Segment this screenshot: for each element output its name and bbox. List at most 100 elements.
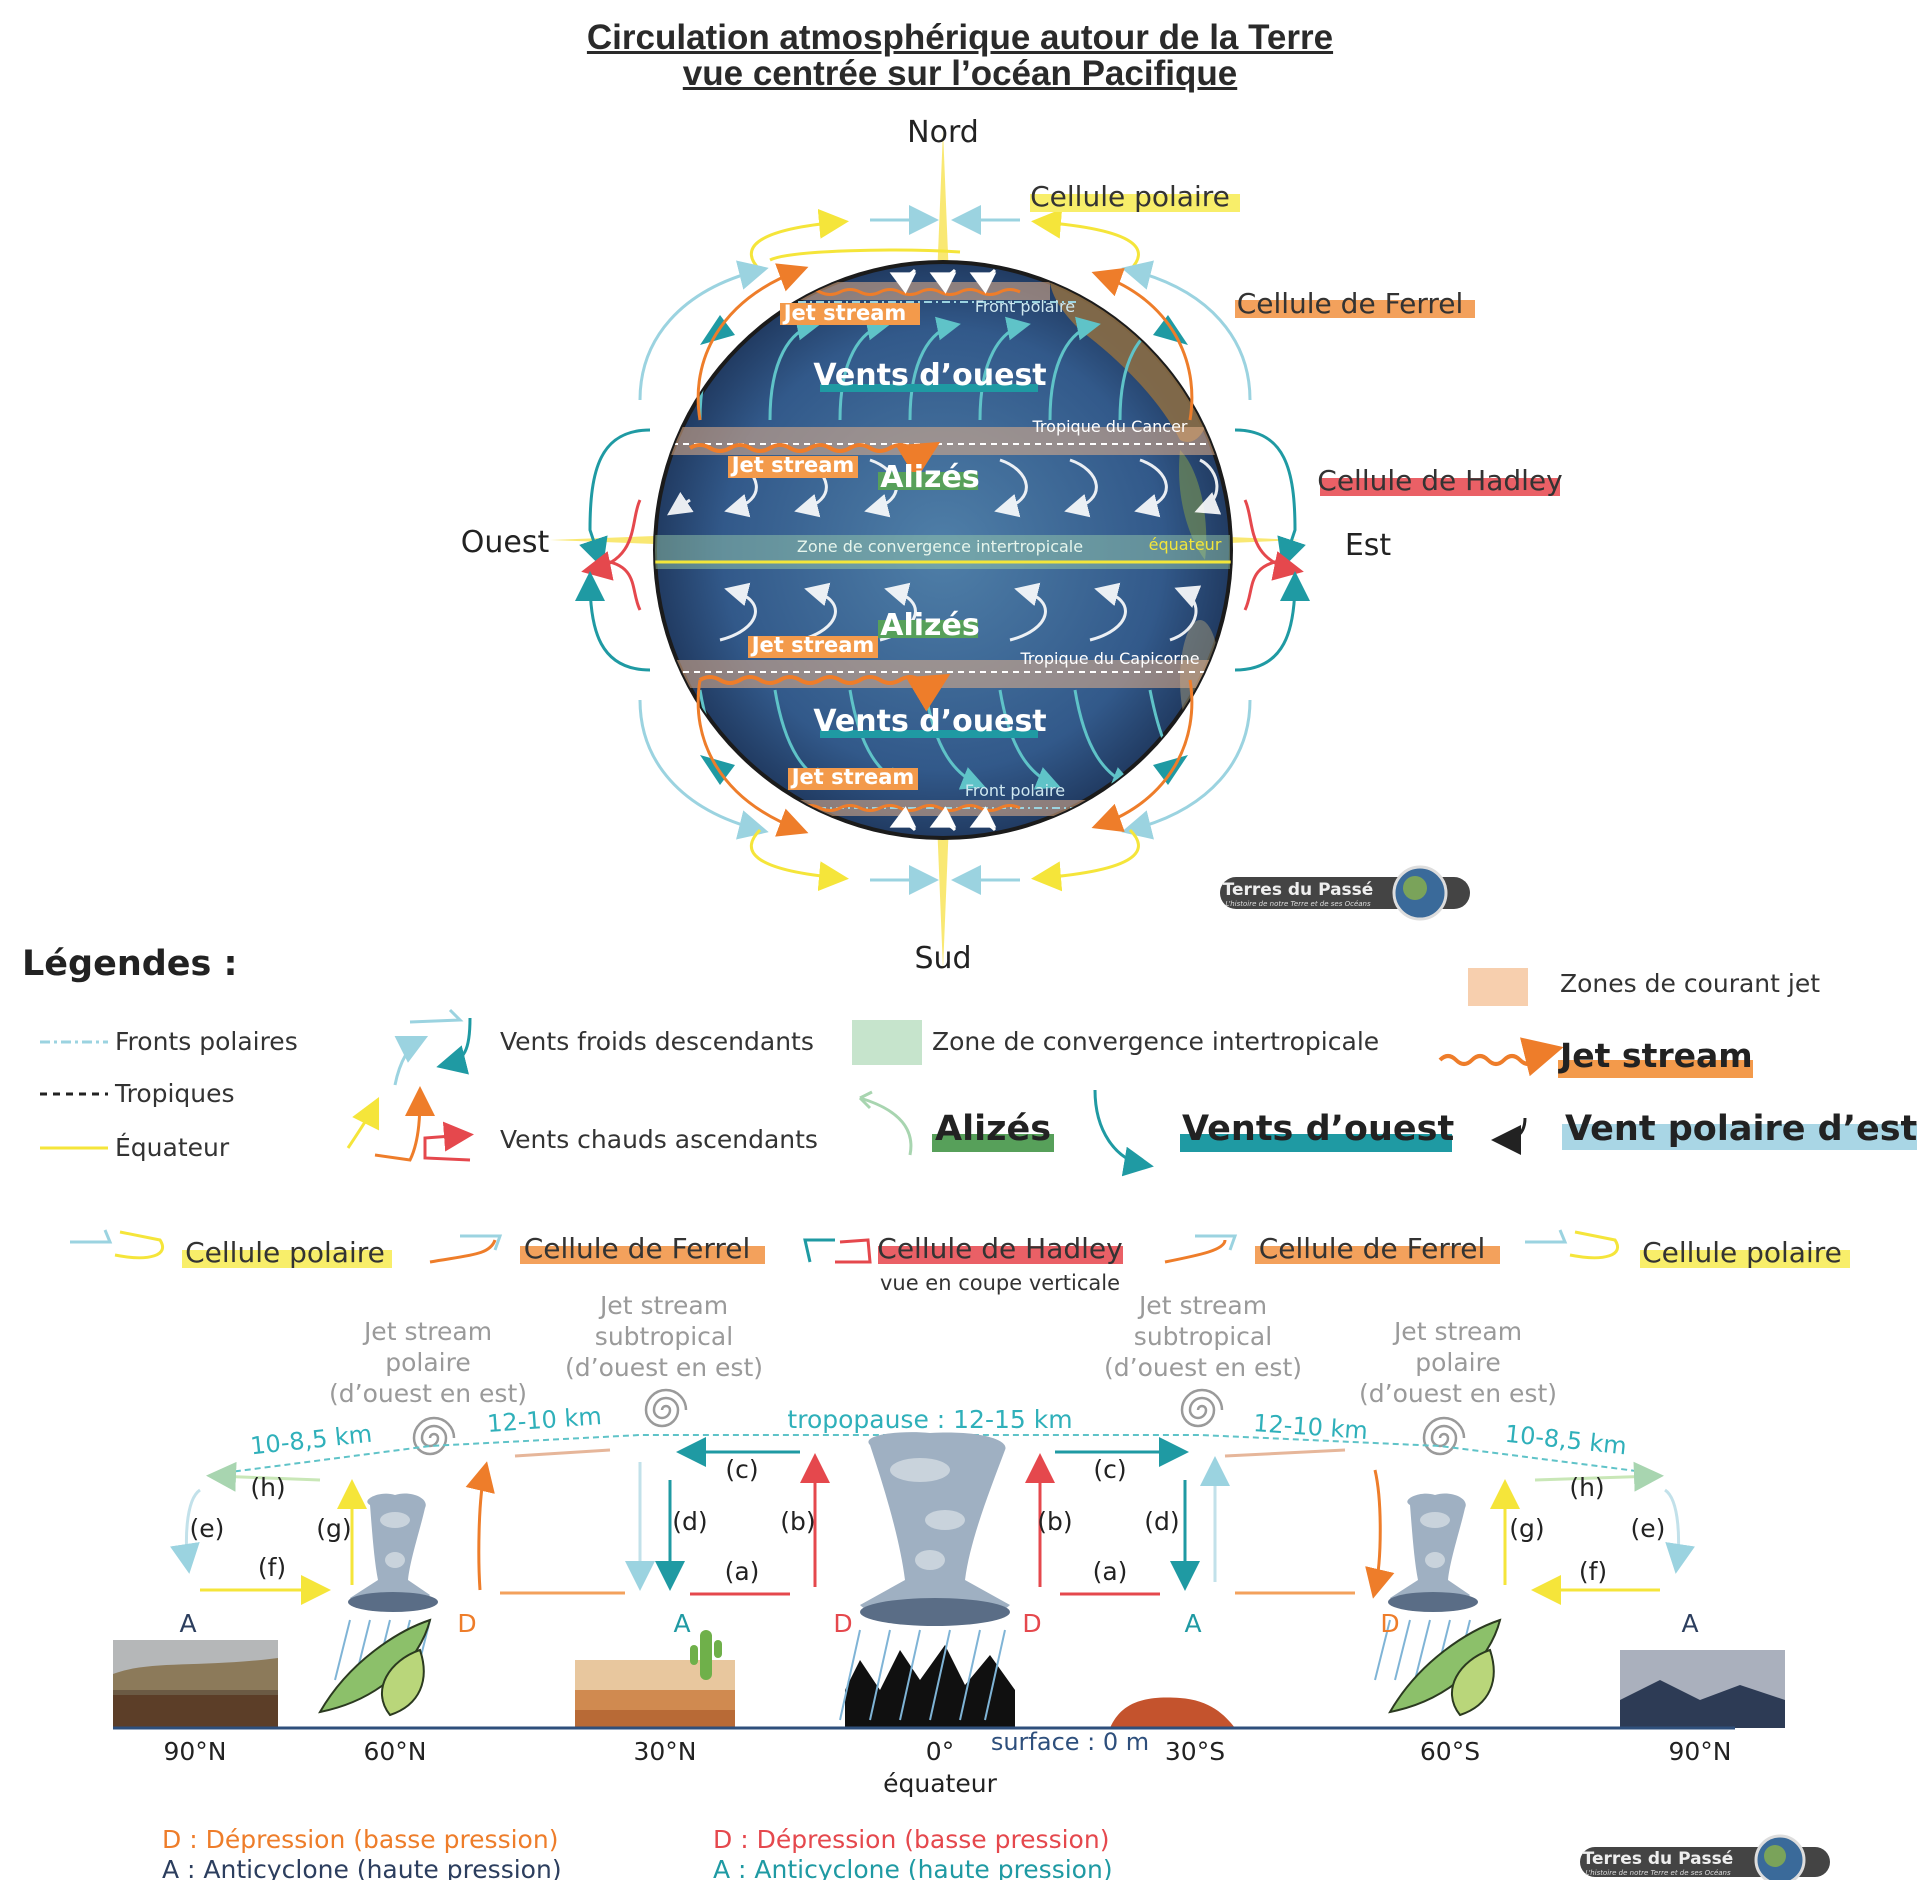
lat-90s: 90°N bbox=[1668, 1737, 1731, 1766]
letter-f-s: (f) bbox=[1579, 1557, 1607, 1586]
jet-stream-wave bbox=[688, 441, 941, 480]
jet-polaire-n-1: Jet stream bbox=[362, 1317, 492, 1346]
jet-subtrop-n-3: (d’ouest en est) bbox=[565, 1353, 763, 1382]
logo-tagline: L’histoire de notre Terre et de ses Océa… bbox=[1225, 900, 1371, 908]
legend-zci: Zone de convergence intertropicale bbox=[932, 1027, 1379, 1056]
legend-warm-winds-icon bbox=[346, 1086, 474, 1162]
legend-fronts-polaires: Fronts polaires bbox=[115, 1027, 298, 1056]
letter-h-s: (h) bbox=[1569, 1473, 1604, 1502]
letter-b-s: (b) bbox=[1037, 1507, 1072, 1536]
legend-vents-ouest-icon bbox=[1093, 1089, 1154, 1177]
globe-equateur-label: équateur bbox=[1149, 535, 1222, 554]
globe-jet-label-2: Jet stream bbox=[730, 453, 855, 477]
section-cell-polaire-n: Cellule polaire bbox=[185, 1236, 385, 1269]
cloud-icons bbox=[334, 1432, 1478, 1681]
legend-jet-zone-swatch bbox=[1468, 968, 1528, 1006]
lat-60s: 60°S bbox=[1420, 1737, 1480, 1766]
section-cell-ferrel-s: Cellule de Ferrel bbox=[1259, 1232, 1486, 1265]
pressure-a-30s: A bbox=[1184, 1609, 1201, 1638]
tropopause-label: tropopause : 12-15 km bbox=[787, 1405, 1072, 1434]
footer-d-red: D : Dépression (basse pression) bbox=[713, 1825, 1109, 1854]
logo-tagline-footer: L’histoire de notre Terre et de ses Océa… bbox=[1585, 1869, 1731, 1877]
compass-east: Est bbox=[1345, 528, 1392, 563]
section-hadley-sub: vue en coupe verticale bbox=[880, 1271, 1120, 1295]
globe-jet-label-1: Jet stream bbox=[782, 301, 907, 325]
landscape-rock bbox=[1110, 1697, 1235, 1728]
jet-spiral-icons bbox=[412, 1388, 1466, 1456]
pressure-d-eq-n: D bbox=[833, 1609, 852, 1638]
label-cellule-ferrel: Cellule de Ferrel bbox=[1237, 287, 1464, 320]
jet-subtrop-n-1: Jet stream bbox=[598, 1291, 728, 1320]
section-cell-polaire-s: Cellule polaire bbox=[1642, 1236, 1842, 1269]
legend-zci-swatch bbox=[852, 1020, 922, 1065]
jet-subtrop-s-1: Jet stream bbox=[1137, 1291, 1267, 1320]
letter-d-s: (d) bbox=[1144, 1507, 1179, 1536]
section-cell-icons bbox=[70, 1229, 1619, 1264]
legend-vent-polaire-icon bbox=[1491, 1117, 1527, 1155]
footer-d-orange: D : Dépression (basse pression) bbox=[162, 1825, 558, 1854]
compass-north: Nord bbox=[907, 115, 979, 150]
footer-a-teal: A : Anticyclone (haute pression) bbox=[713, 1855, 1113, 1880]
alt-label-n-1: 10-8,5 km bbox=[249, 1420, 374, 1461]
section-cell-ferrel-n: Cellule de Ferrel bbox=[524, 1232, 751, 1265]
title-line-2: vue centrée sur l’océan Pacifique bbox=[682, 54, 1238, 93]
landscape-tundra bbox=[113, 1640, 278, 1728]
landscape-desert bbox=[575, 1630, 735, 1728]
globe-front-polaire-s: Front polaire bbox=[965, 781, 1065, 800]
letter-a-n: (a) bbox=[725, 1557, 760, 1586]
legend-vent-polaire: Vent polaire d’est bbox=[1565, 1109, 1917, 1149]
legend-heading: Légendes : bbox=[22, 944, 238, 984]
globe-front-polaire-n: Front polaire bbox=[975, 297, 1075, 316]
north-america-land bbox=[1049, 262, 1211, 442]
globe-vents-ouest-s: Vents d’ouest bbox=[813, 704, 1046, 739]
globe bbox=[653, 260, 1233, 840]
globe-tropique-cancer: Tropique du Cancer bbox=[1032, 417, 1188, 436]
letter-a-s: (a) bbox=[1093, 1557, 1128, 1586]
pressure-a-90n: A bbox=[179, 1609, 196, 1638]
globe-vents-ouest-n: Vents d’ouest bbox=[813, 358, 1046, 393]
lat-equateur: équateur bbox=[883, 1769, 997, 1798]
jet-polaire-s-3: (d’ouest en est) bbox=[1359, 1379, 1557, 1408]
lat-90n: 90°N bbox=[163, 1737, 226, 1766]
legend-equateur: Équateur bbox=[115, 1133, 230, 1162]
letter-e-n: (e) bbox=[190, 1514, 225, 1543]
pressure-a-90s: A bbox=[1681, 1609, 1698, 1638]
letter-b-n: (b) bbox=[780, 1507, 815, 1536]
label-cellule-hadley: Cellule de Hadley bbox=[1317, 464, 1562, 497]
jet-polaire-n-3: (d’ouest en est) bbox=[329, 1379, 527, 1408]
jet-subtrop-n-2: subtropical bbox=[595, 1322, 733, 1351]
globe-jet-label-3: Jet stream bbox=[750, 633, 875, 657]
legend-jet-stream-icon bbox=[1438, 1037, 1564, 1077]
globe-jet-label-4: Jet stream bbox=[790, 765, 915, 789]
pressure-d-60s: D bbox=[1380, 1609, 1399, 1638]
letter-g-s: (g) bbox=[1509, 1514, 1544, 1543]
legend-zones-jet: Zones de courant jet bbox=[1560, 969, 1820, 998]
lat-0: 0° bbox=[926, 1737, 954, 1766]
letter-h-n: (h) bbox=[250, 1473, 285, 1502]
letter-c-n: (c) bbox=[725, 1455, 758, 1484]
alt-label-s-1: 10-8,5 km bbox=[1504, 1420, 1629, 1461]
letter-g-n: (g) bbox=[316, 1514, 351, 1543]
legend-tropiques: Tropiques bbox=[114, 1079, 235, 1108]
jet-polaire-s-1: Jet stream bbox=[1392, 1317, 1522, 1346]
landscape-tropical bbox=[839, 1629, 1020, 1728]
section-cell-hadley: Cellule de Hadley bbox=[877, 1232, 1122, 1265]
jet-polaire-s-2: polaire bbox=[1415, 1348, 1501, 1377]
section-cell-loops bbox=[170, 1437, 1695, 1605]
jet-subtrop-s-2: subtropical bbox=[1134, 1322, 1272, 1351]
jet-subtrop-s-3: (d’ouest en est) bbox=[1104, 1353, 1302, 1382]
leaf-icon-n bbox=[318, 1618, 432, 1717]
leaf-icon-s bbox=[1388, 1618, 1502, 1717]
logo-terres-du-passe-footer: Terres du Passé L’histoire de notre Terr… bbox=[1580, 1834, 1830, 1880]
lat-60n: 60°N bbox=[363, 1737, 426, 1766]
compass-south: Sud bbox=[914, 941, 971, 976]
letter-c-s: (c) bbox=[1093, 1455, 1126, 1484]
compass-west: Ouest bbox=[461, 525, 550, 560]
pressure-d-eq-s: D bbox=[1022, 1609, 1041, 1638]
footer-a-dark: A : Anticyclone (haute pression) bbox=[162, 1855, 562, 1880]
logo-name: Terres du Passé bbox=[1223, 880, 1374, 900]
globe-alizes-n: Alizés bbox=[880, 460, 979, 495]
globe-alizes-s: Alizés bbox=[880, 608, 979, 643]
